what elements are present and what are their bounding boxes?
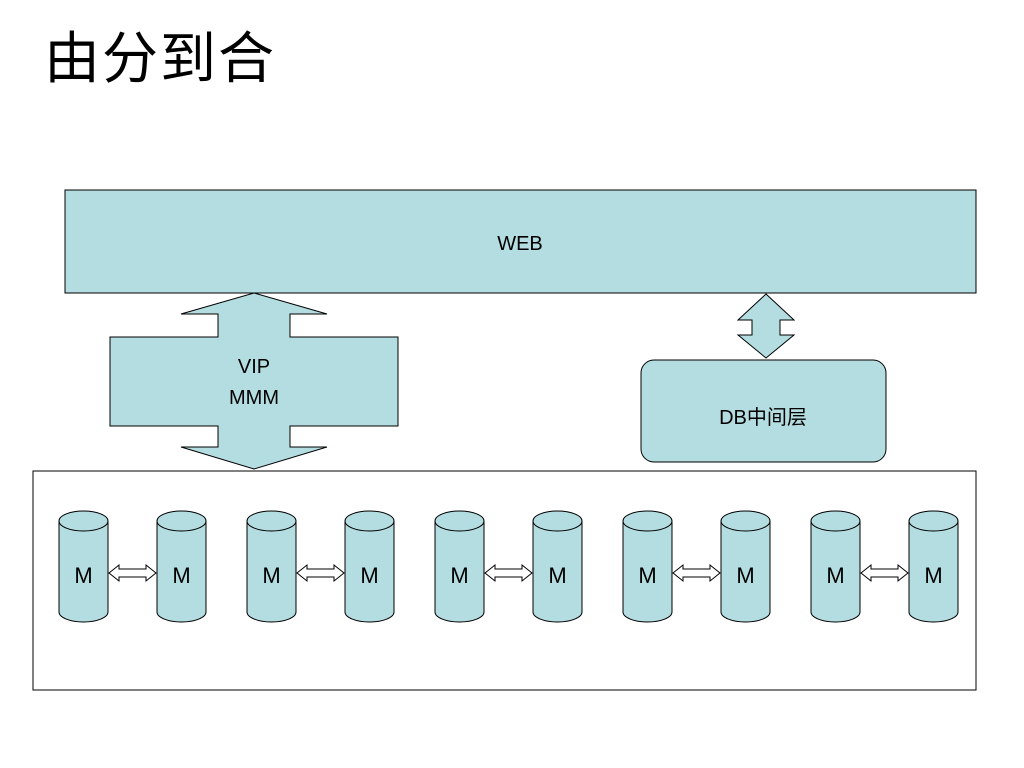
cylinder-top — [532, 510, 583, 532]
replication-arrow — [672, 563, 721, 583]
cylinder-body — [246, 521, 297, 623]
mysql-master-right: M — [532, 510, 583, 623]
cylinder-label: M — [360, 563, 378, 588]
slide-title: 由分到合 — [44, 27, 276, 92]
cylinder-body — [156, 521, 207, 623]
mysql-master-right: M — [156, 510, 207, 623]
mysql-master-right: M — [344, 510, 395, 623]
cylinder-body — [434, 521, 485, 623]
db-middleware-box — [640, 359, 887, 463]
cylinder-label: M — [736, 563, 754, 588]
mysql-master-left: M — [622, 510, 673, 623]
cylinder-label: M — [638, 563, 656, 588]
vip-double-arrow-shape — [109, 292, 399, 470]
mysql-master-left: M — [434, 510, 485, 623]
cylinder-top — [720, 510, 771, 532]
replication-arrow — [860, 563, 909, 583]
cylinder-label: M — [450, 563, 468, 588]
mysql-master-right: M — [908, 510, 959, 623]
vip-mmm-arrow: VIP MMM — [109, 292, 399, 470]
cylinder-top — [246, 510, 297, 532]
mysql-master-left: M — [58, 510, 109, 623]
cylinder-label: M — [262, 563, 280, 588]
cylinder-top — [344, 510, 395, 532]
vip-label: VIP — [238, 356, 270, 378]
cylinder-top — [810, 510, 861, 532]
cylinder-label: M — [548, 563, 566, 588]
cylinder-label: M — [826, 563, 844, 588]
cylinder-body — [532, 521, 583, 623]
mysql-master-left: M — [246, 510, 297, 623]
cylinder-body — [810, 521, 861, 623]
cylinder-body — [622, 521, 673, 623]
web-layer: WEB — [64, 189, 977, 294]
mysql-master-right: M — [720, 510, 771, 623]
cylinder-label: M — [172, 563, 190, 588]
mysql-master-left: M — [810, 510, 861, 623]
web-label: WEB — [497, 233, 543, 255]
cylinder-top — [156, 510, 207, 532]
cylinder-label: M — [924, 563, 942, 588]
cylinder-body — [58, 521, 109, 623]
replication-arrow — [108, 563, 157, 583]
cylinder-body — [344, 521, 395, 623]
cylinder-label: M — [74, 563, 92, 588]
cylinder-body — [908, 521, 959, 623]
replication-arrow — [296, 563, 345, 583]
replication-arrow — [484, 563, 533, 583]
db-middleware: DB中间层 — [640, 359, 887, 463]
cylinder-body — [720, 521, 771, 623]
cylinder-top — [58, 510, 109, 532]
cylinder-top — [908, 510, 959, 532]
mmm-label: MMM — [229, 387, 279, 409]
cylinder-top — [622, 510, 673, 532]
db-middleware-label: DB中间层 — [719, 406, 807, 429]
web-box — [64, 189, 977, 294]
cylinder-top — [434, 510, 485, 532]
db-connector-arrow — [736, 293, 796, 359]
